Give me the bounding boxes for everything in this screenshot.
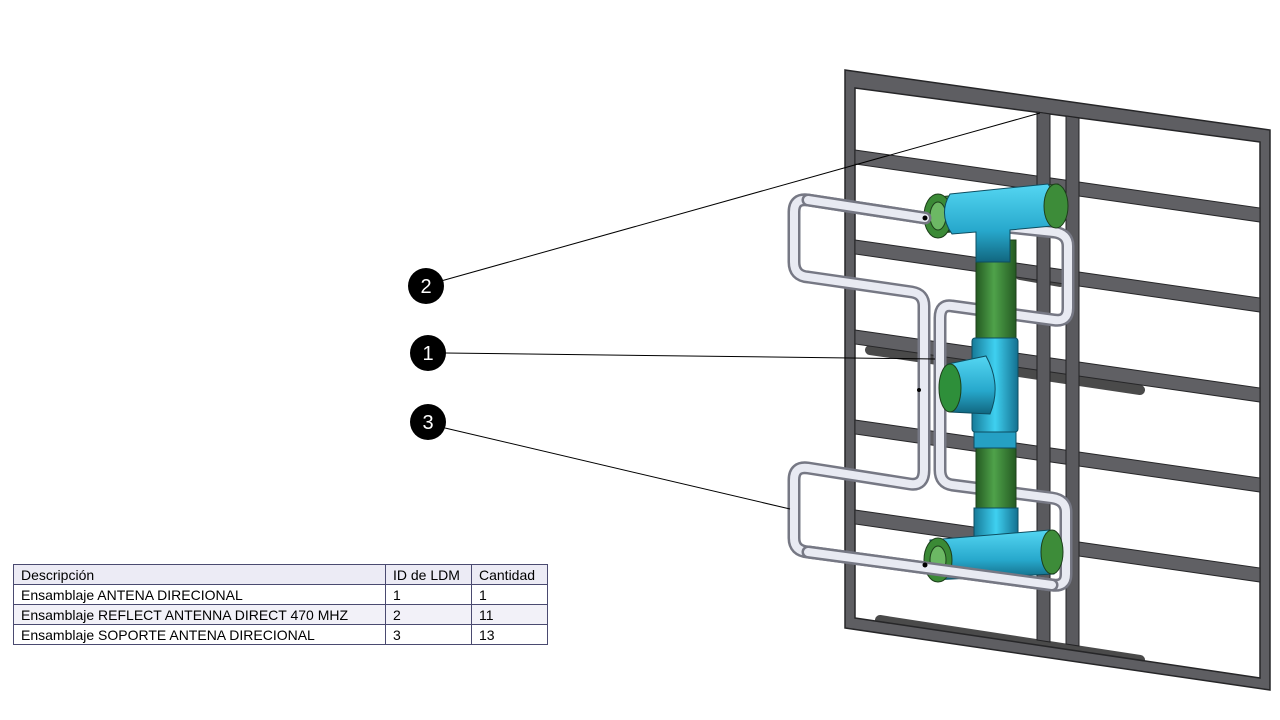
bom-cell-description: Ensamblaje REFLECT ANTENNA DIRECT 470 MH… [13, 604, 386, 625]
table-row: Ensamblaje SOPORTE ANTENA DIRECIONAL 3 1… [13, 624, 548, 645]
balloon-1-label: 1 [422, 343, 433, 365]
leader-line-2 [440, 112, 1041, 282]
balloon-3-label: 3 [422, 412, 433, 434]
fitting-top-green-cap [1043, 183, 1069, 229]
balloon-2-label: 2 [420, 276, 431, 298]
antenna-support-assembly [923, 183, 1069, 583]
balloon-1: 1 [410, 335, 446, 371]
bom-header-descripcion: Descripción [13, 564, 386, 585]
fitting-middle-collar [973, 431, 1017, 449]
bom-cell-description: Ensamblaje ANTENA DIRECIONAL [13, 584, 386, 605]
bom-cell-quantity: 1 [471, 584, 548, 605]
bom-header-row: Descripción ID de LDM Cantidad [13, 564, 548, 585]
element-front-segments [801, 193, 1059, 592]
leader-line-1 [444, 352, 936, 360]
frame-outer-border [844, 69, 1271, 691]
bom-cell-id: 1 [385, 584, 472, 605]
fitting-bottom-green-cap [1040, 529, 1064, 575]
reflector-frame [844, 69, 1271, 691]
bom-cell-quantity: 11 [471, 604, 548, 625]
bom-cell-id: 2 [385, 604, 472, 625]
balloon-3: 3 [410, 404, 446, 440]
bom-cell-description: Ensamblaje SOPORTE ANTENA DIRECIONAL [13, 624, 386, 645]
leader-lines [440, 112, 1041, 510]
fitting-middle-green-end [938, 363, 962, 413]
bom-table: Descripción ID de LDM Cantidad Ensamblaj… [13, 564, 548, 645]
table-row: Ensamblaje ANTENA DIRECIONAL 1 1 [13, 584, 548, 605]
table-row: Ensamblaje REFLECT ANTENNA DIRECT 470 MH… [13, 604, 548, 625]
bom-header-cantidad: Cantidad [471, 564, 548, 585]
bom-header-id: ID de LDM [385, 564, 472, 585]
bom-cell-quantity: 13 [471, 624, 548, 645]
support-top-pipe-bore [929, 201, 947, 231]
balloon-2: 2 [408, 268, 444, 304]
leader-line-3 [444, 427, 791, 510]
bom-cell-id: 3 [385, 624, 472, 645]
